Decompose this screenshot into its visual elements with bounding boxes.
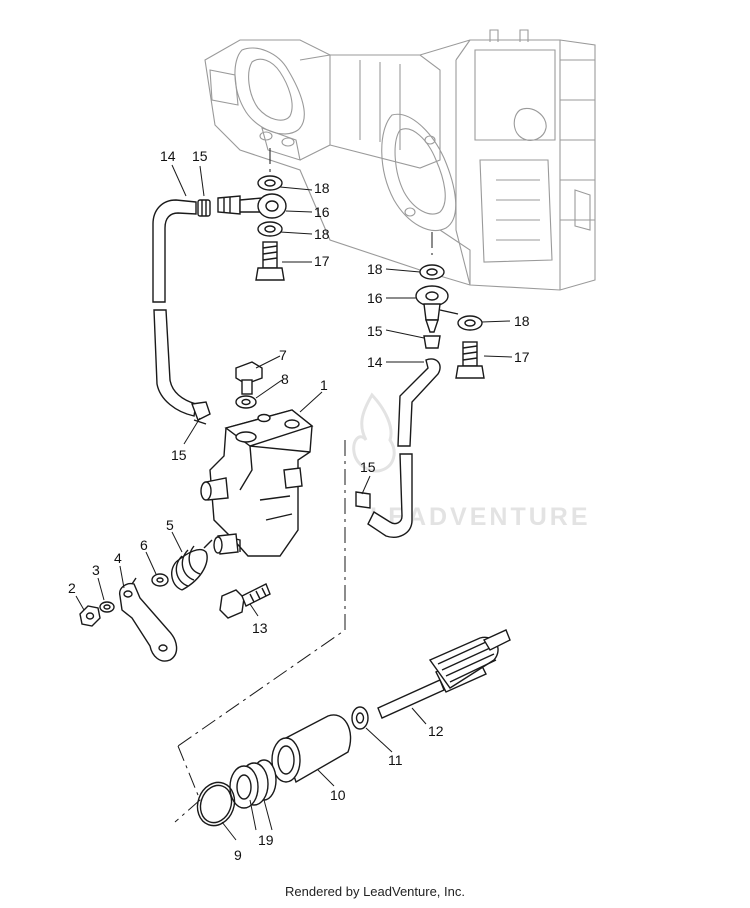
banjo-bolt-17-left <box>255 241 285 281</box>
bolt-7 <box>235 361 263 395</box>
hose-14-left <box>152 199 197 417</box>
callout-2: 2 <box>68 580 76 596</box>
drive-gear-12 <box>377 629 511 719</box>
clamp-15-right-upper <box>423 335 441 349</box>
sleeve-10 <box>271 714 352 784</box>
nut-2 <box>79 605 101 627</box>
o-ring-9 <box>196 781 236 827</box>
washer-18-left-upper <box>257 175 283 191</box>
callout-7: 7 <box>279 347 287 363</box>
callout-14-left: 14 <box>160 148 176 164</box>
reference-lines <box>174 148 433 823</box>
engine-block-outline <box>204 29 596 291</box>
lever-4 <box>119 577 178 662</box>
hose-14-right <box>367 358 441 538</box>
callout-3: 3 <box>92 562 100 578</box>
callout-14-right: 14 <box>367 354 383 370</box>
bolt-13 <box>219 583 271 619</box>
clamp-15-right-lower <box>355 491 371 509</box>
callout-18-left-upper: 18 <box>314 180 330 196</box>
callout-16-right: 16 <box>367 290 383 306</box>
leadventure-watermark: LEADVENTURE <box>352 392 588 531</box>
callout-labels: 1 2 3 4 5 6 7 8 9 10 11 12 13 14 14 15 1… <box>68 148 530 863</box>
spring-5 <box>171 539 213 591</box>
callout-10: 10 <box>330 787 346 803</box>
callout-18-left-lower: 18 <box>314 226 330 242</box>
callout-4: 4 <box>114 550 122 566</box>
callout-17-right: 17 <box>514 349 530 365</box>
callout-18-right-lower: 18 <box>514 313 530 329</box>
callout-18-right-upper: 18 <box>367 261 383 277</box>
washer-18-right-lower <box>457 315 483 331</box>
callout-5: 5 <box>166 517 174 533</box>
clamp-15-left-upper <box>197 199 211 217</box>
callout-15-right-upper: 15 <box>367 323 383 339</box>
banjo-fitting-16-left <box>217 193 287 219</box>
callout-6: 6 <box>140 537 148 553</box>
callout-12: 12 <box>428 723 444 739</box>
washer-18-left-lower <box>257 221 283 237</box>
oil-pump-body-1 <box>193 409 314 557</box>
seal-19 <box>229 759 277 809</box>
callout-9: 9 <box>234 847 242 863</box>
callout-8: 8 <box>281 371 289 387</box>
washer-11 <box>351 706 369 730</box>
washer-6 <box>151 573 169 587</box>
banjo-fitting-16-right <box>415 285 459 333</box>
render-credit: Rendered by LeadVenture, Inc. <box>285 884 465 899</box>
callout-19: 19 <box>258 832 274 848</box>
washer-3 <box>99 601 115 613</box>
banjo-bolt-17-right <box>455 341 485 379</box>
callout-13: 13 <box>252 620 268 636</box>
oil-pump-exploded-diagram: LEADVENTURE <box>68 29 596 863</box>
callout-15-left-upper: 15 <box>192 148 208 164</box>
washer-18-right-upper <box>419 264 445 280</box>
callout-1: 1 <box>320 377 328 393</box>
callout-17-left: 17 <box>314 253 330 269</box>
watermark-flame-logo <box>352 392 396 473</box>
callout-15-left-lower: 15 <box>171 447 187 463</box>
callout-16-left: 16 <box>314 204 330 220</box>
washer-8 <box>235 395 257 409</box>
leader-lines <box>75 164 513 841</box>
callout-11: 11 <box>388 752 403 768</box>
clamp-15-left-lower <box>191 401 211 421</box>
callout-15-right-lower: 15 <box>360 459 376 475</box>
